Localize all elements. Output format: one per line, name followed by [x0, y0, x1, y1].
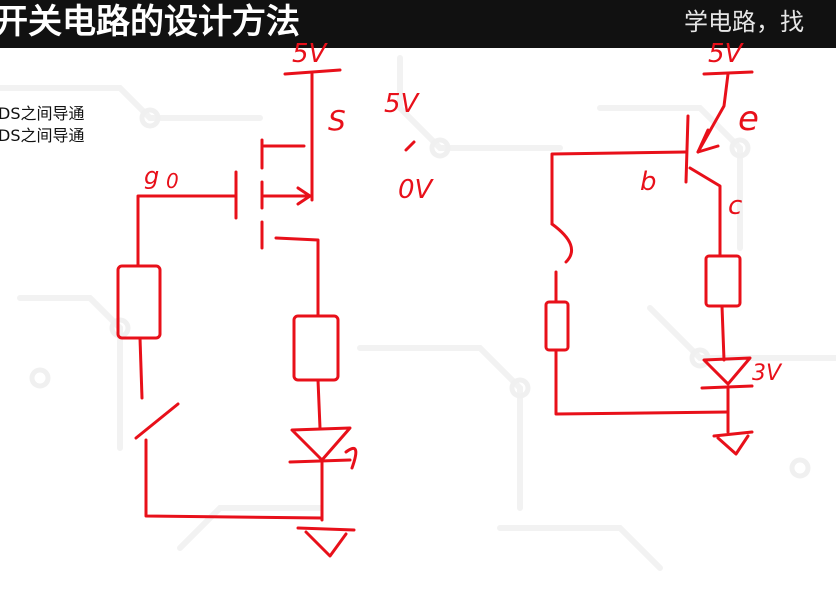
mos-drain-wire: [274, 236, 320, 318]
mos-ground-symbol: [304, 530, 348, 558]
pen-cursor-icon: [404, 140, 416, 152]
title-bar: 开关电路的设计方法 学电路，找: [0, 0, 836, 48]
bjt-led-wire: [720, 304, 726, 362]
bjt-emitter-arrow: [696, 128, 720, 154]
note-line-2: DS之间导通: [0, 126, 85, 145]
mos-led-ray: [344, 447, 358, 470]
mos-ground-bar: [296, 526, 356, 532]
mos-supply-label: 5V: [292, 39, 329, 69]
bjt-base-resistor: [544, 300, 570, 352]
mos-arrow-head: [296, 186, 312, 206]
bjt-c-label: c: [728, 191, 742, 221]
bjt-b-label: b: [640, 167, 657, 197]
bjt-ground-symbol: [716, 434, 750, 456]
bjt-ground-bar: [712, 430, 754, 438]
bjt-collector-wire: [688, 166, 722, 258]
title-right-text: 学电路，找: [684, 8, 804, 36]
bjt-supply-label: 5V: [708, 39, 745, 69]
slide-title: 开关电路的设计方法: [0, 2, 300, 42]
bjt-e-label: e: [738, 99, 759, 139]
mos-supply-bar: [283, 68, 342, 76]
bjt-collector-resistor: [704, 254, 742, 308]
bjt-emitter-wire: [696, 72, 730, 154]
bjt-bottom-wire: [554, 348, 730, 416]
note-line-1: DS之间导通: [0, 104, 85, 123]
mos-v-note: 0V: [398, 175, 435, 205]
mos-s-label: S: [328, 104, 346, 137]
bjt-base-switch: [550, 222, 574, 264]
bjt-base-bar: [684, 114, 690, 184]
mos-bottom-wire: [144, 438, 324, 520]
mosfet-circuit: 5V g 0 S 5V 0V: [116, 39, 435, 558]
mos-gate-value: 0: [166, 169, 179, 193]
mos-gate-wire: [136, 194, 238, 268]
background-pattern: [0, 55, 836, 571]
mos-switch-blade: [134, 402, 180, 440]
mos-gate-label: g: [144, 162, 159, 190]
mos-led-bar: [288, 458, 352, 464]
bjt-led-diode: [702, 356, 752, 386]
bjt-led-note: 3V: [752, 361, 783, 386]
bjt-base-wire: [550, 150, 688, 226]
bjt-circuit: 5V e b c 3V: [544, 39, 783, 456]
mos-led-wire: [316, 378, 322, 430]
mos-drain-resistor: [292, 314, 340, 382]
mos-gate-resistor: [116, 264, 162, 340]
mos-led-diode: [290, 426, 352, 462]
mos-s-value: 5V: [384, 89, 421, 119]
mos-gate-wire-low: [138, 336, 144, 400]
